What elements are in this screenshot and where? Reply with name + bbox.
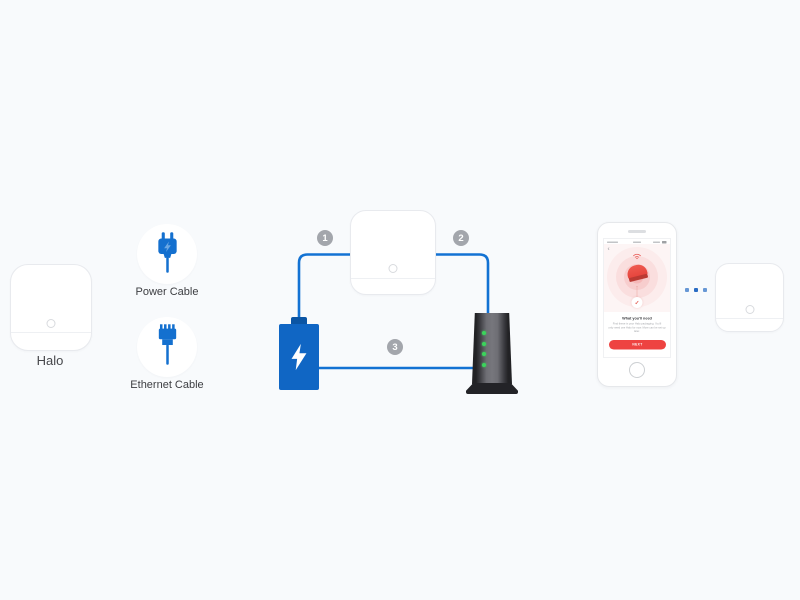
halo-device-right bbox=[715, 263, 784, 332]
halo-base-divider bbox=[716, 318, 783, 319]
halo-device-diagram bbox=[350, 210, 436, 295]
phone-mockup: ‹ ✓ What you'll need Find these in you bbox=[597, 222, 677, 387]
halo-base-divider bbox=[11, 332, 91, 333]
power-adapter bbox=[279, 317, 319, 390]
lightning-bolt-icon bbox=[291, 343, 307, 371]
wifi-icon bbox=[633, 253, 641, 260]
modem-led bbox=[482, 331, 486, 335]
power-adapter-plug-tab bbox=[291, 317, 307, 326]
power-cable-badge bbox=[137, 224, 197, 284]
modem-base bbox=[466, 383, 518, 394]
halo-device-label: Halo bbox=[36, 353, 64, 368]
app-card-body: Find these in your Halo packaging. You'l… bbox=[607, 323, 667, 334]
progress-dot bbox=[703, 288, 707, 292]
halo-status-light bbox=[46, 319, 56, 328]
status-bar-carrier bbox=[607, 241, 618, 243]
app-next-button: NEXT bbox=[609, 340, 666, 350]
power-plug-icon bbox=[157, 232, 177, 273]
app-card-body-line: only need one Halo for now. More can be … bbox=[608, 326, 666, 330]
halo-status-light bbox=[745, 305, 754, 314]
ethernet-cable-label: Ethernet Cable bbox=[130, 379, 204, 391]
halo-device-left bbox=[10, 264, 92, 351]
app-card-title: What you'll need bbox=[622, 316, 652, 321]
app-screen: ‹ ✓ What you'll need Find these in you bbox=[603, 238, 671, 358]
check-badge: ✓ bbox=[631, 297, 643, 308]
status-bar-battery-text bbox=[653, 241, 660, 243]
modem-body bbox=[472, 313, 512, 384]
modem-led bbox=[482, 352, 486, 356]
ethernet-plug-icon bbox=[158, 324, 176, 365]
phone-speaker bbox=[628, 230, 646, 233]
power-cable-label: Power Cable bbox=[135, 286, 199, 298]
modem-led bbox=[482, 341, 486, 346]
dotted-connector bbox=[636, 286, 638, 298]
app-card-body-line: later. bbox=[634, 330, 640, 333]
home-button bbox=[629, 362, 645, 378]
progress-dot bbox=[685, 288, 689, 292]
progress-dot bbox=[694, 288, 698, 292]
check-icon: ✓ bbox=[634, 299, 640, 306]
halo-base-divider bbox=[351, 278, 435, 279]
step-2-badge: 2 bbox=[453, 230, 469, 246]
app-card-body-line: Find these in your Halo packaging. You'l… bbox=[612, 322, 662, 326]
back-chevron-icon: ‹ bbox=[607, 244, 610, 252]
battery-icon bbox=[662, 241, 667, 244]
step-3-badge: 3 bbox=[387, 339, 403, 355]
ethernet-cable-badge bbox=[137, 317, 197, 377]
modem-led bbox=[482, 362, 486, 367]
modem bbox=[466, 313, 518, 409]
status-bar-time bbox=[633, 241, 641, 243]
step-1-badge: 1 bbox=[317, 230, 333, 246]
power-adapter-body bbox=[279, 324, 319, 390]
halo-status-light bbox=[388, 264, 398, 273]
